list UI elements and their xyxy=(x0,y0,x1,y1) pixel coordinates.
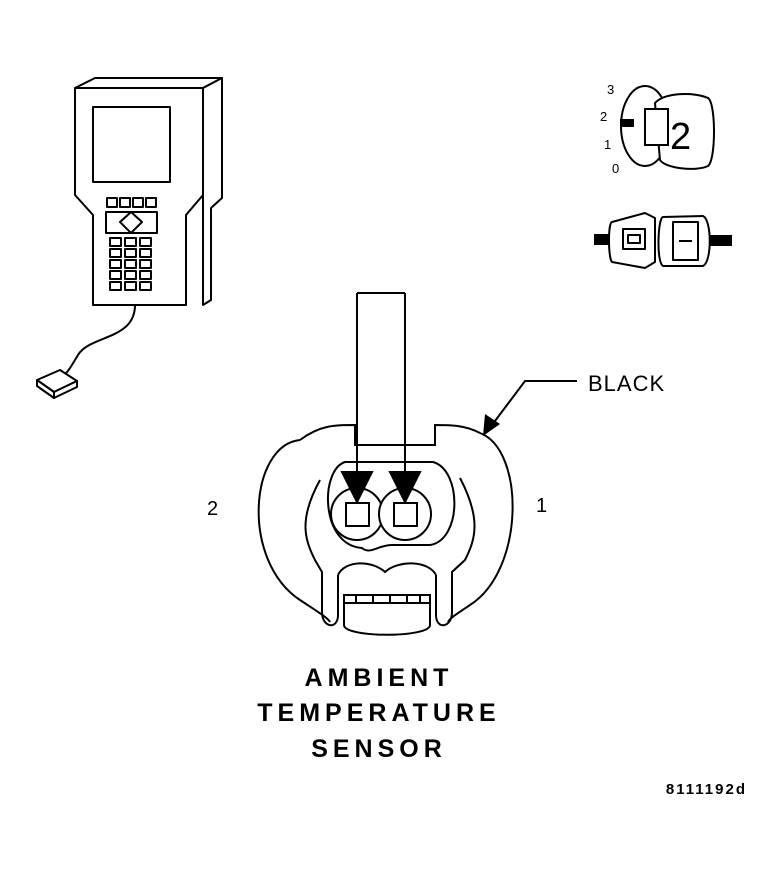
title-line-1: AMBIENT xyxy=(305,664,454,692)
key-position-3: 3 xyxy=(607,82,614,97)
color-leader xyxy=(483,380,577,436)
pin-label-right: 1 xyxy=(536,495,547,517)
title-line-3: SENSOR xyxy=(311,735,447,763)
key-selected-position: 2 xyxy=(670,116,691,158)
connector-color-label: BLACK xyxy=(588,371,665,396)
ignition-switch-icon: 3 2 1 0 2 xyxy=(600,82,715,176)
key-position-0: 0 xyxy=(612,161,619,176)
pin-label-left: 2 xyxy=(207,498,218,520)
scan-tool-icon xyxy=(36,77,223,399)
key-position-1: 1 xyxy=(604,137,611,152)
title-line-2: TEMPERATURE xyxy=(257,699,500,727)
sensor-connector xyxy=(257,423,514,636)
key-position-2: 2 xyxy=(600,109,607,124)
test-probe-arrows xyxy=(340,292,422,505)
figure-id: 8111192d xyxy=(666,781,747,798)
connector-pair-icon xyxy=(594,212,732,269)
